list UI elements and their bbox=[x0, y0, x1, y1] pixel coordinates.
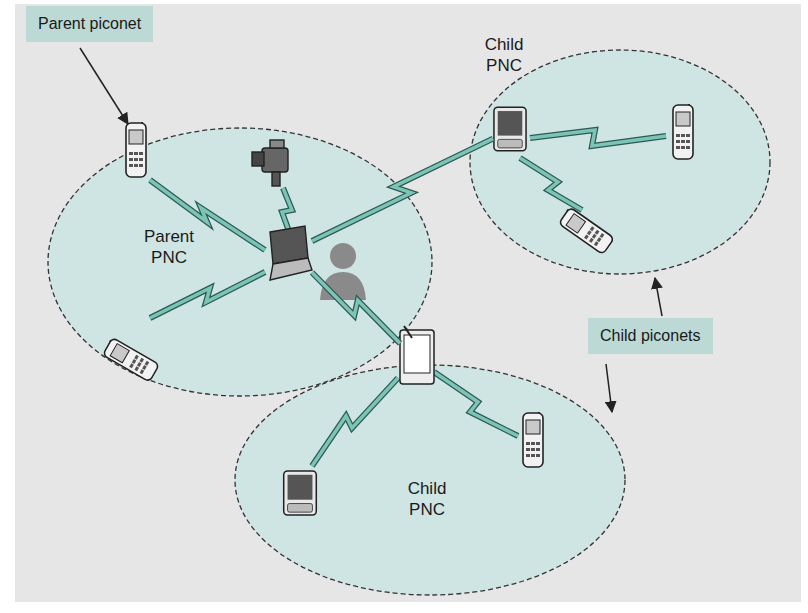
background bbox=[15, 4, 801, 602]
pnc-device: Child PNC bbox=[493, 106, 527, 152]
pda-icon bbox=[494, 107, 526, 150]
laptop-icon bbox=[270, 226, 312, 280]
leader-arrow bbox=[80, 48, 128, 124]
pnc-device: Child PNC bbox=[400, 330, 434, 384]
pnc-label: Parent PNC bbox=[132, 226, 206, 269]
wireless-link bbox=[312, 139, 493, 241]
child-piconet-area bbox=[235, 365, 625, 595]
link-outline bbox=[312, 273, 400, 344]
callout-label: Parent piconet bbox=[26, 6, 153, 42]
child-piconet-area bbox=[470, 50, 770, 274]
parent-piconet-area bbox=[48, 128, 432, 396]
phone-icon bbox=[126, 116, 146, 177]
phone-icon bbox=[97, 334, 160, 382]
link-fill bbox=[312, 273, 400, 344]
phone-icon bbox=[553, 203, 614, 254]
tablet-icon bbox=[400, 326, 434, 384]
link-outline bbox=[312, 139, 493, 241]
callout-label: Child piconets bbox=[588, 318, 713, 354]
pnc-label: Child PNC bbox=[390, 478, 464, 521]
pnc-label: Child PNC bbox=[467, 34, 541, 77]
pda-icon bbox=[284, 471, 317, 515]
wireless-links bbox=[150, 130, 666, 466]
phone-icon bbox=[523, 406, 543, 467]
phone-icon bbox=[673, 98, 693, 159]
leader-arrow bbox=[606, 364, 612, 412]
pnc-device: Parent PNC bbox=[266, 226, 312, 282]
link-fill bbox=[312, 139, 493, 241]
camcorder-icon bbox=[252, 140, 288, 186]
leader-arrow bbox=[655, 278, 662, 316]
wireless-link bbox=[312, 273, 400, 344]
